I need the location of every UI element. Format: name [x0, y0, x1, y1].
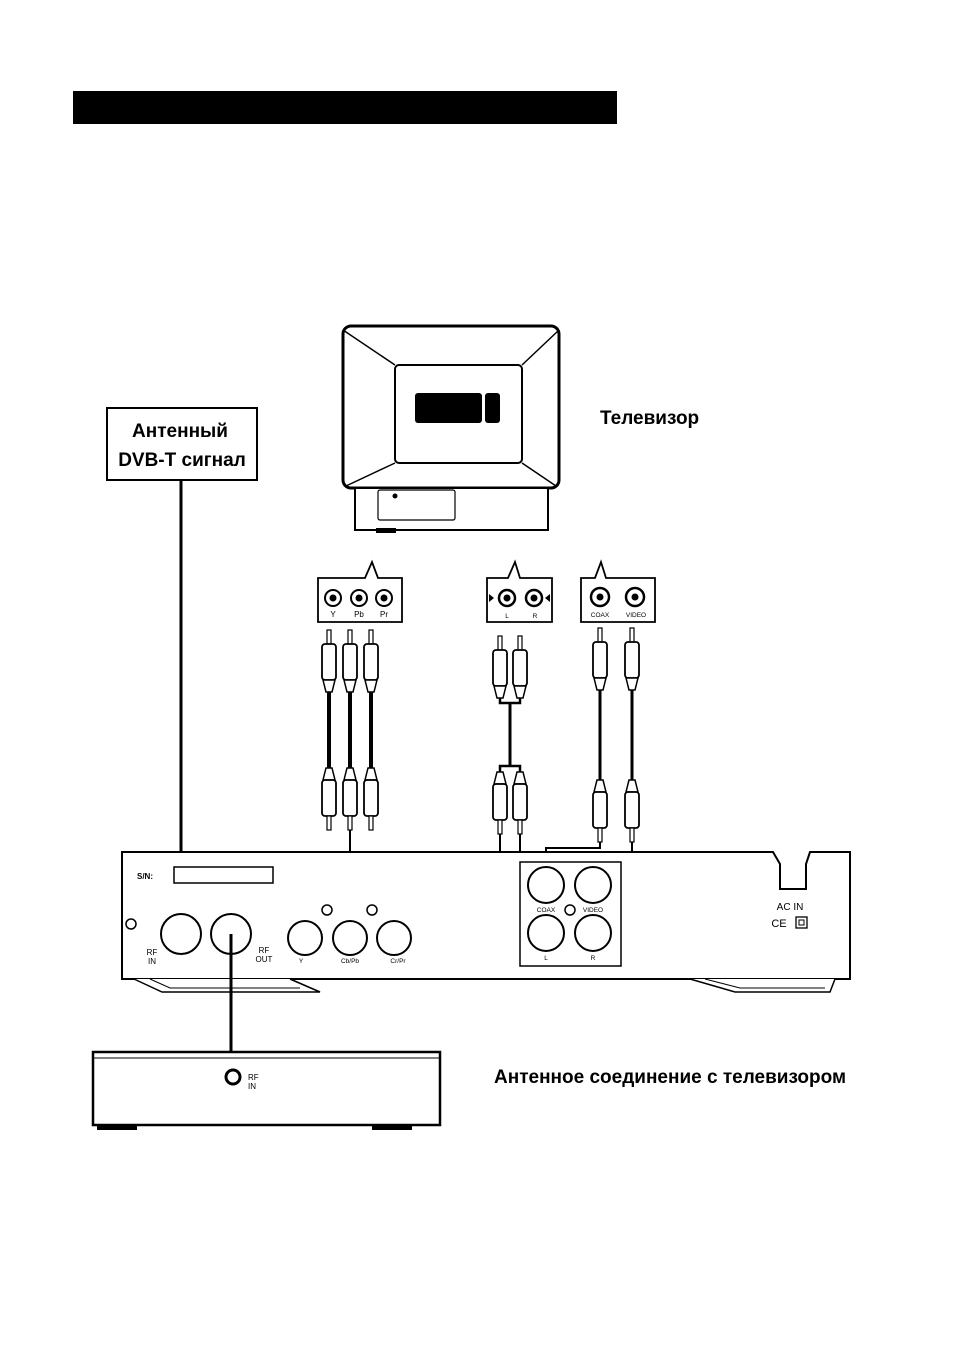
cb-pb-label: Cb/Pb — [341, 958, 359, 965]
tv-audio-jack-panel: L R — [487, 562, 552, 622]
audio-r-label: R — [591, 955, 596, 962]
coax-jack — [528, 867, 564, 903]
tv-component-jack-panel: Y Pb Pr — [318, 562, 402, 622]
antenna-label-line1: Антенный — [132, 421, 228, 442]
sn-label: S/N: — [137, 872, 153, 881]
cr-pr-jack — [377, 921, 411, 955]
tv-antenna-connection-label: Антенное соединение с телевизором — [494, 1067, 846, 1088]
coax-label: COAX — [537, 907, 556, 914]
jack-label-coax: COAX — [591, 612, 610, 619]
jack-label-y: Y — [330, 610, 336, 619]
antenna-label-line2: DVB-T сигнал — [118, 450, 246, 471]
audio-l-label: L — [544, 955, 548, 962]
coax-video-cables — [546, 628, 639, 885]
rf-out-label-2: OUT — [256, 955, 273, 964]
tv-label: Телевизор — [600, 408, 699, 429]
ac-in-label: AC IN — [777, 902, 804, 913]
tv-rf-in-label-1: RF — [248, 1073, 259, 1082]
cb-pb-jack — [333, 921, 367, 955]
video-label: VIDEO — [583, 907, 603, 914]
video-jack — [575, 867, 611, 903]
tv-coax-video-jack-panel: COAX VIDEO — [581, 562, 655, 622]
antenna-signal-box: Антенный DVB-T сигнал — [107, 408, 257, 480]
ce-mark: CE — [771, 918, 786, 930]
rf-out-label-1: RF — [259, 946, 270, 955]
tv-rf-in-jack — [226, 1070, 240, 1084]
audio-r-jack — [575, 915, 611, 951]
rf-in-label-1: RF — [147, 948, 158, 957]
sn-field — [174, 867, 273, 883]
tv-rf-in-label-2: IN — [248, 1082, 256, 1091]
tv-icon — [343, 326, 559, 533]
jack-label-r: R — [533, 613, 538, 620]
audio-l-jack — [528, 915, 564, 951]
jack-label-pr: Pr — [380, 610, 388, 619]
y-label: Y — [299, 958, 304, 965]
jack-label-pb: Pb — [354, 610, 364, 619]
y-jack — [288, 921, 322, 955]
rf-in-label-2: IN — [148, 957, 156, 966]
jack-label-l: L — [505, 613, 509, 620]
rf-in-jack — [161, 914, 201, 954]
cr-pr-label: Cr/Pr — [390, 958, 406, 965]
screw-hole — [126, 919, 136, 929]
jack-label-video: VIDEO — [626, 612, 646, 619]
tv-rf-input-box: RF IN — [93, 1052, 440, 1130]
